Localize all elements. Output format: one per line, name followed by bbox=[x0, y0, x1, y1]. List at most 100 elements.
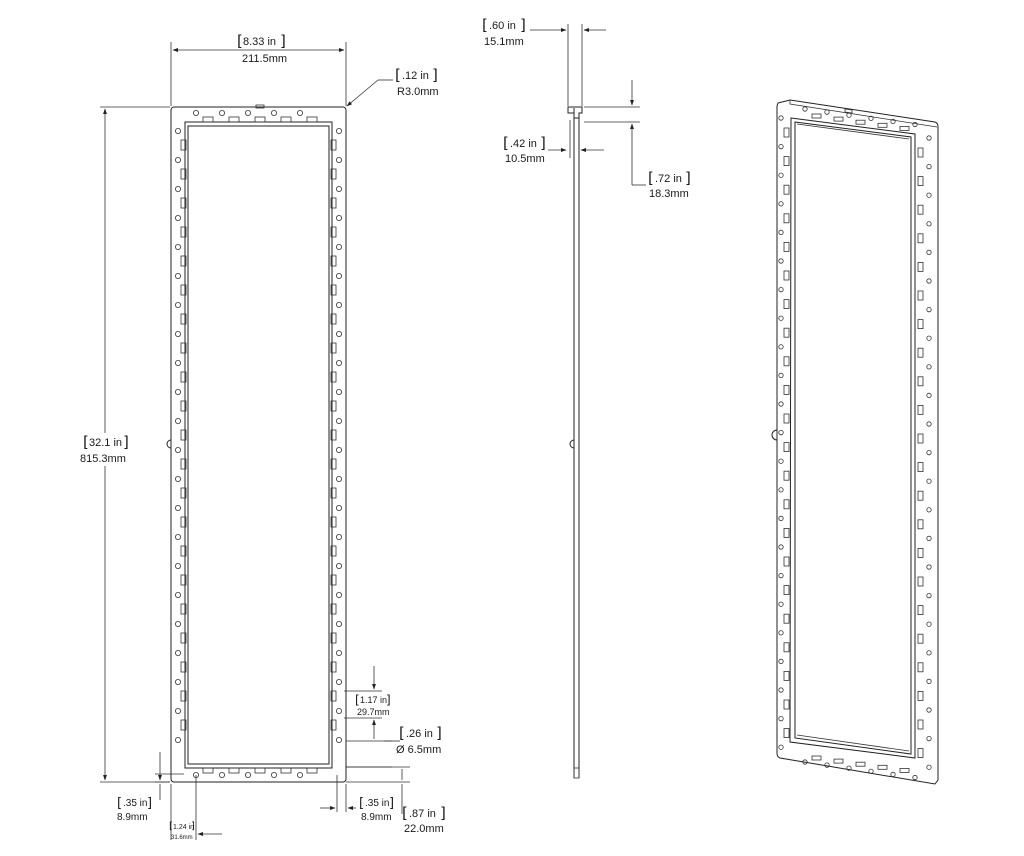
mounting-hole bbox=[270, 110, 277, 117]
mounting-hole bbox=[244, 110, 251, 117]
iso-mounting-hole bbox=[778, 715, 784, 722]
side-height-mm-label: 18.3mm bbox=[649, 188, 689, 200]
svg-text:]: ] bbox=[280, 32, 286, 50]
isometric-view bbox=[771, 99, 939, 785]
mounting-tab bbox=[180, 284, 187, 296]
iso-outer-frame bbox=[776, 99, 939, 785]
side-depth-dimension: [ .60 in ] 15.1mm bbox=[482, 16, 606, 106]
depth-mm-label: 15.1mm bbox=[484, 36, 524, 48]
br-hole-mm-label: 22.0mm bbox=[404, 823, 444, 835]
mounting-hole bbox=[174, 272, 181, 279]
mounting-hole bbox=[335, 737, 342, 744]
iso-mounting-tab bbox=[783, 184, 790, 195]
mounting-tab bbox=[180, 661, 187, 673]
mounting-tab bbox=[180, 545, 187, 557]
iso-mounting-holes bbox=[778, 106, 932, 781]
iso-mounting-tab bbox=[783, 671, 790, 681]
iso-mounting-hole bbox=[926, 621, 932, 627]
iso-mounting-tab bbox=[783, 699, 790, 710]
iso-opening-inner bbox=[794, 121, 912, 755]
iso-mounting-hole bbox=[824, 762, 830, 768]
mounting-tab bbox=[330, 661, 337, 673]
svg-text:]: ] bbox=[123, 433, 129, 451]
mounting-tab bbox=[330, 226, 337, 238]
mounting-hole bbox=[174, 504, 181, 511]
iso-mounting-hole bbox=[926, 306, 932, 313]
svg-text:]: ] bbox=[432, 66, 438, 84]
mounting-tab bbox=[330, 690, 337, 702]
iso-mounting-hole bbox=[778, 572, 784, 579]
first-hole-in-label: 1.24 in bbox=[173, 824, 194, 831]
iso-mounting-hole bbox=[926, 192, 932, 198]
side-bottom-tab bbox=[573, 767, 580, 779]
br-offset-mm-label: 8.9mm bbox=[361, 812, 392, 823]
mounting-hole bbox=[335, 301, 342, 308]
svg-text:[: [ bbox=[482, 16, 488, 34]
iso-mounting-hole bbox=[926, 449, 932, 456]
svg-text:[: [ bbox=[359, 796, 364, 811]
mounting-tabs bbox=[180, 116, 337, 774]
iso-mounting-tab bbox=[877, 764, 888, 770]
iso-mounting-hole bbox=[926, 364, 932, 370]
svg-text:]: ] bbox=[436, 724, 442, 742]
front-view bbox=[166, 104, 347, 783]
side-view bbox=[567, 106, 583, 779]
iso-mounting-hole bbox=[778, 458, 784, 464]
mounting-tab bbox=[180, 371, 187, 383]
mounting-hole bbox=[296, 772, 303, 779]
mounting-tab bbox=[180, 255, 187, 267]
iso-mounting-tab bbox=[917, 748, 924, 758]
svg-text:[: [ bbox=[355, 693, 360, 707]
height-dimension: [ 32.1 in ] 815.3mm bbox=[80, 106, 170, 783]
mounting-hole bbox=[335, 359, 342, 366]
iso-mounting-hole bbox=[778, 487, 784, 493]
iso-mounting-tab bbox=[833, 116, 844, 122]
diameter-mm-label: Ø 6.5mm bbox=[396, 744, 441, 756]
inner-opening-inner bbox=[187, 125, 330, 765]
mounting-tab bbox=[330, 458, 337, 470]
mounting-tab bbox=[330, 487, 337, 499]
mounting-tab bbox=[330, 255, 337, 267]
mounting-tab bbox=[180, 400, 187, 412]
iso-mounting-hole bbox=[778, 344, 784, 350]
svg-text:[: [ bbox=[169, 821, 173, 832]
iso-mounting-hole bbox=[926, 164, 932, 170]
mounting-tab bbox=[180, 139, 187, 151]
iso-mounting-tab bbox=[899, 768, 910, 773]
iso-mounting-hole bbox=[926, 535, 932, 542]
mounting-hole bbox=[174, 592, 181, 599]
mounting-hole bbox=[335, 330, 342, 337]
mounting-hole bbox=[174, 214, 181, 221]
mounting-hole bbox=[174, 475, 181, 482]
mounting-hole bbox=[335, 621, 342, 628]
iso-mounting-hole bbox=[802, 106, 808, 112]
svg-text:[: [ bbox=[237, 32, 243, 50]
mounting-tab bbox=[180, 226, 187, 238]
iso-mounting-tab bbox=[783, 127, 790, 138]
iso-mounting-tab bbox=[783, 384, 790, 395]
svg-text:]: ] bbox=[520, 16, 526, 34]
iso-mounting-hole bbox=[868, 768, 874, 774]
iso-mounting-hole bbox=[926, 278, 932, 284]
iso-mounting-hole bbox=[778, 372, 784, 378]
mounting-holes bbox=[174, 110, 342, 779]
iso-mounting-tab bbox=[917, 376, 924, 387]
iso-mounting-hole bbox=[778, 258, 784, 264]
mounting-tab bbox=[180, 197, 187, 209]
br-hole-in-label: .87 in bbox=[409, 808, 436, 820]
mounting-hole bbox=[335, 708, 342, 715]
iso-mounting-hole bbox=[926, 650, 932, 656]
iso-mounting-hole bbox=[926, 764, 932, 770]
iso-mounting-hole bbox=[926, 335, 932, 341]
mounting-tab bbox=[330, 371, 337, 383]
iso-mounting-hole bbox=[926, 135, 932, 141]
iso-mounting-tab bbox=[917, 176, 924, 187]
mounting-tab bbox=[180, 632, 187, 644]
mounting-hole bbox=[174, 127, 181, 134]
iso-mounting-tab bbox=[917, 633, 924, 644]
mounting-tab bbox=[330, 632, 337, 644]
svg-text:[: [ bbox=[83, 433, 89, 451]
side-notch bbox=[166, 439, 172, 449]
radius-mm-label: R3.0mm bbox=[397, 86, 439, 98]
iso-mounting-tab bbox=[783, 156, 790, 167]
